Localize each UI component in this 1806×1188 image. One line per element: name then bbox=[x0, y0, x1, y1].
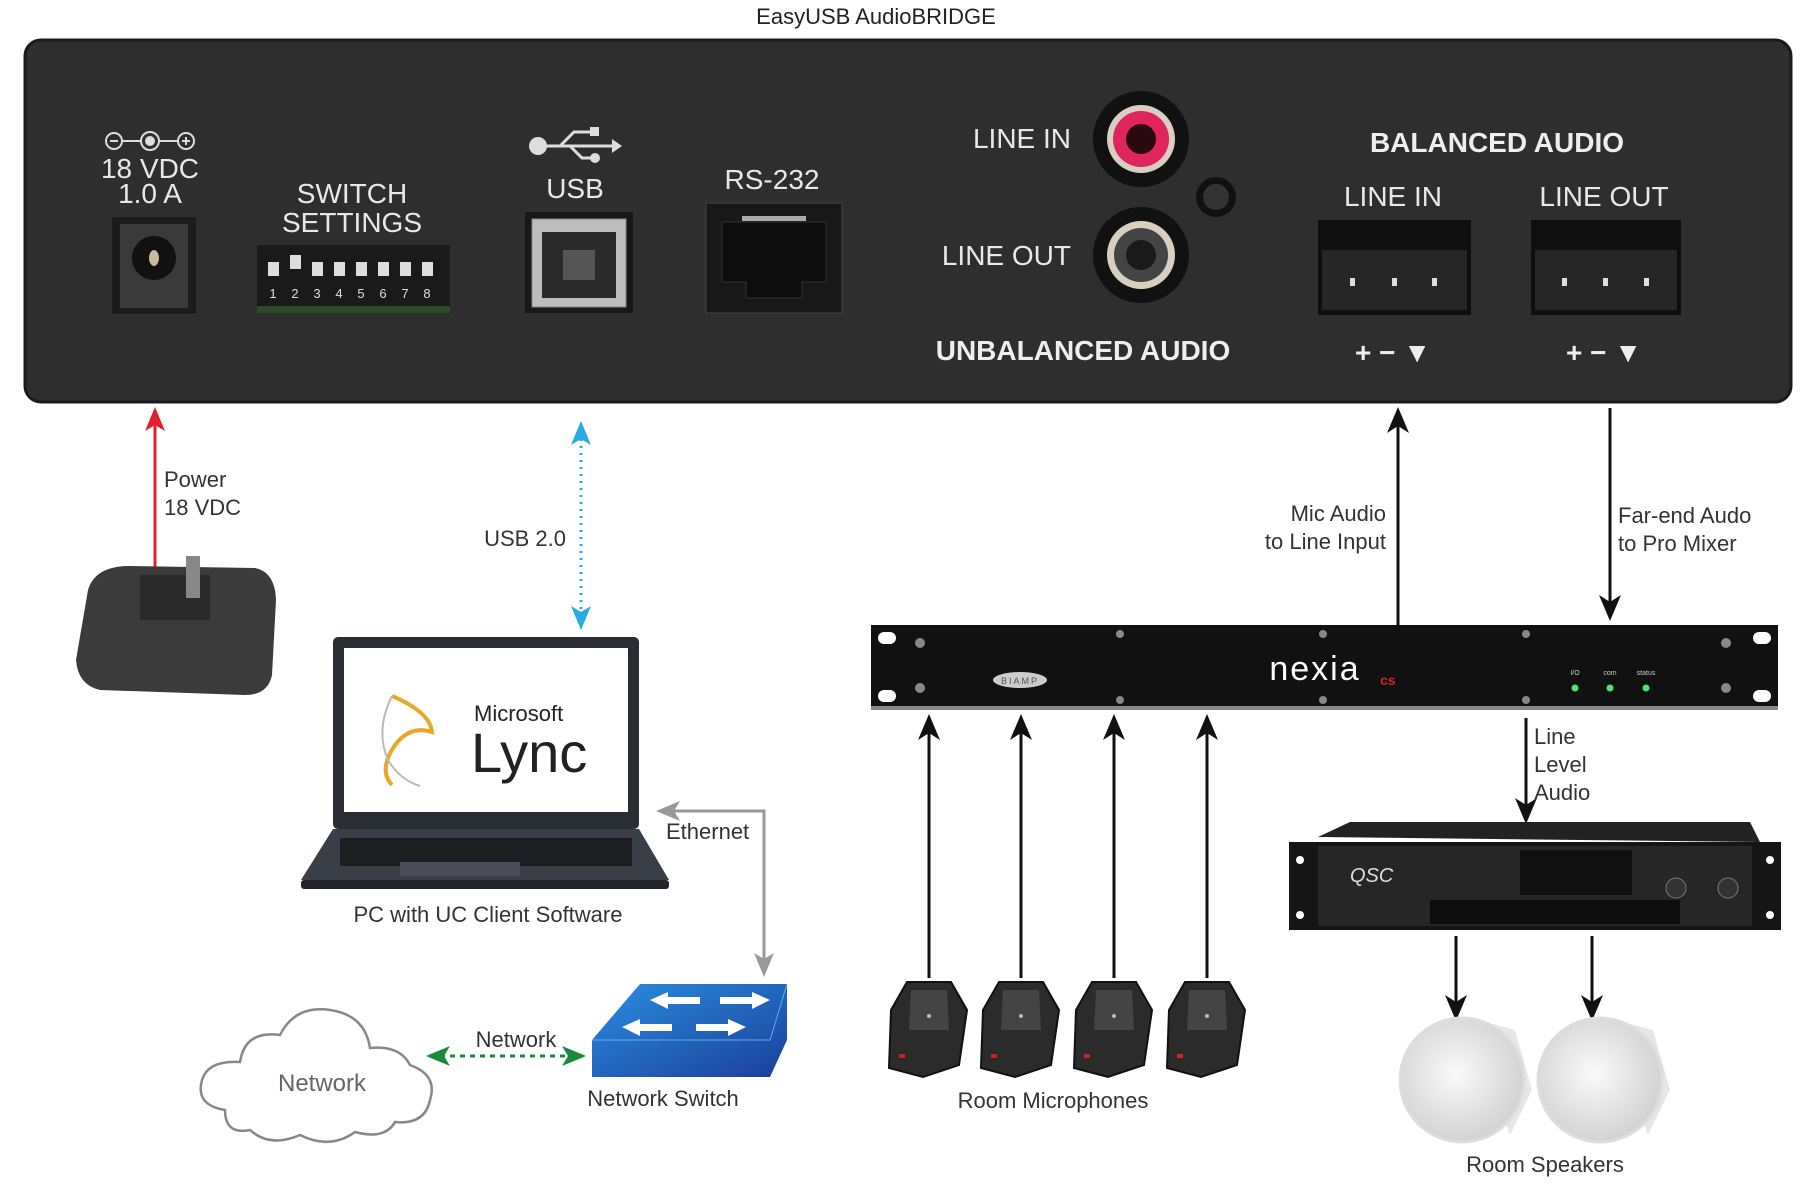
chassis-screw bbox=[1196, 177, 1236, 217]
network-switch bbox=[592, 983, 788, 1077]
led-label-status: status bbox=[1637, 670, 1656, 677]
dip-switch bbox=[400, 262, 411, 276]
room-microphones bbox=[887, 981, 1247, 1079]
qsc-logo-text: QSC bbox=[1350, 865, 1394, 887]
pc-laptop: Microsoft Lync bbox=[301, 637, 669, 889]
lync-logo-icon bbox=[381, 694, 435, 787]
ethernet-arrow bbox=[656, 801, 774, 977]
pc-label: PC with UC Client Software bbox=[354, 902, 623, 927]
led-label-io: I/O bbox=[1570, 670, 1580, 677]
nexia-mixer: BIAMP nexia cs I/O com status bbox=[871, 625, 1778, 710]
unbalanced-line-out-label: LINE OUT bbox=[942, 240, 1071, 271]
balanced-audio-label: BALANCED AUDIO bbox=[1370, 127, 1624, 158]
balanced-line-out-terminal bbox=[1531, 220, 1681, 315]
room-speakers-label: Room Speakers bbox=[1466, 1152, 1624, 1177]
power-adapter bbox=[76, 556, 276, 695]
switch-arrows-icon bbox=[622, 992, 770, 1036]
network-cloud bbox=[199, 1008, 433, 1143]
dip-switch-number: 8 bbox=[423, 286, 430, 301]
dip-switch bbox=[290, 255, 301, 269]
dip-switch bbox=[312, 262, 323, 276]
power-label-1: Power bbox=[164, 467, 226, 492]
lync-product-text: Lync bbox=[471, 721, 587, 784]
balanced-line-out-pinout: + − ▼ bbox=[1566, 337, 1642, 368]
line-level-label-3: Audio bbox=[1534, 780, 1590, 805]
nexia-model-text: cs bbox=[1380, 672, 1396, 688]
dc-polarity-icon bbox=[105, 131, 195, 151]
dip-switch-number: 2 bbox=[291, 286, 298, 301]
balanced-line-in-pinout: + − ▼ bbox=[1355, 337, 1431, 368]
dc-power-jack bbox=[112, 217, 196, 314]
usb-port-label: USB bbox=[546, 173, 604, 204]
power-current-label: 1.0 A bbox=[118, 178, 182, 209]
switch-settings-label-2: SETTINGS bbox=[282, 207, 422, 238]
room-microphone bbox=[979, 981, 1061, 1079]
network-link-label: Network bbox=[476, 1027, 558, 1052]
rca-line-out-jack bbox=[1093, 207, 1189, 303]
balanced-line-in-terminal bbox=[1318, 220, 1471, 315]
room-microphone bbox=[887, 981, 969, 1079]
farend-audio-label-2: to Pro Mixer bbox=[1618, 531, 1737, 556]
nexia-logo-text: nexia bbox=[1269, 650, 1360, 688]
dip-switch bbox=[378, 262, 389, 276]
microphone-arrows bbox=[918, 714, 1218, 978]
dip-switch bbox=[356, 262, 367, 276]
usb-icon bbox=[529, 127, 622, 163]
dip-switch-number: 5 bbox=[357, 286, 364, 301]
unbalanced-line-in-label: LINE IN bbox=[973, 123, 1071, 154]
diagram-title: EasyUSB AudioBRIDGE bbox=[756, 4, 996, 29]
unbalanced-audio-label: UNBALANCED AUDIO bbox=[936, 335, 1231, 366]
dip-switch bbox=[268, 262, 279, 276]
network-cloud-label: Network bbox=[278, 1070, 367, 1097]
dip-switch bbox=[422, 262, 433, 276]
room-microphone bbox=[1165, 981, 1247, 1079]
line-level-label-1: Line bbox=[1534, 724, 1576, 749]
power-voltage-label: 18 VDC bbox=[101, 153, 199, 184]
dip-switch-number: 1 bbox=[269, 286, 276, 301]
room-microphone bbox=[1072, 981, 1154, 1079]
dip-switch bbox=[334, 262, 345, 276]
balanced-line-out-label: LINE OUT bbox=[1539, 181, 1668, 212]
switch-settings-label-1: SWITCH bbox=[297, 178, 407, 209]
network-switch-label: Network Switch bbox=[587, 1086, 739, 1111]
dip-switch-number: 6 bbox=[379, 286, 386, 301]
room-speaker bbox=[1398, 1016, 1532, 1144]
room-microphones-label: Room Microphones bbox=[958, 1088, 1149, 1113]
lync-brand-text: Microsoft bbox=[474, 701, 563, 726]
room-speaker bbox=[1536, 1016, 1670, 1144]
biamp-logo-text: BIAMP bbox=[1001, 676, 1039, 686]
speaker-arrows bbox=[1445, 936, 1603, 1021]
mic-audio-label-1: Mic Audio bbox=[1291, 501, 1386, 526]
rs232-rj-port bbox=[705, 202, 843, 314]
usb-connection-label: USB 2.0 bbox=[484, 526, 566, 551]
farend-audio-label-1: Far-end Audo bbox=[1618, 503, 1751, 528]
power-label-2: 18 VDC bbox=[164, 495, 241, 520]
ethernet-label: Ethernet bbox=[666, 819, 749, 844]
line-level-label-2: Level bbox=[1534, 752, 1587, 777]
usb-b-port bbox=[525, 212, 633, 313]
mic-audio-label-2: to Line Input bbox=[1265, 529, 1386, 554]
balanced-line-in-label: LINE IN bbox=[1344, 181, 1442, 212]
qsc-amplifier: QSC bbox=[1289, 822, 1781, 930]
dip-switch-number: 3 bbox=[313, 286, 320, 301]
rs232-port-label: RS-232 bbox=[725, 164, 820, 195]
dip-switch-number: 7 bbox=[401, 286, 408, 301]
dip-switch-number: 4 bbox=[335, 286, 342, 301]
rca-line-in-jack bbox=[1093, 91, 1189, 187]
led-label-com: com bbox=[1603, 670, 1616, 677]
